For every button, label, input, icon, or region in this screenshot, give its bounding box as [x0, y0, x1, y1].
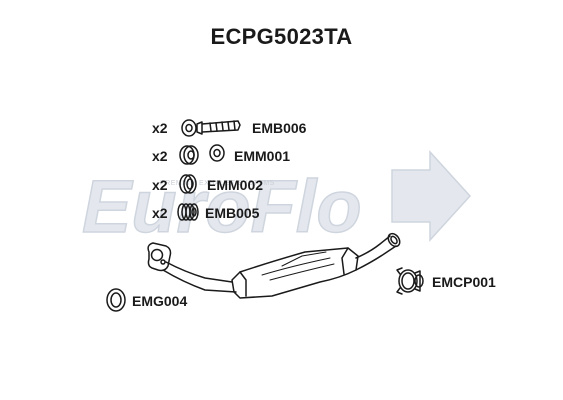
fitting-part-number: EMB006 [252, 120, 307, 136]
fitting-part-number: EMM002 [207, 177, 264, 193]
fitting-qty: x2 [152, 148, 168, 164]
gasket-icon [106, 288, 126, 312]
clamp-icon [396, 267, 424, 295]
converter-body [231, 247, 359, 299]
rubber-ring-icon [179, 174, 197, 194]
diagram-title: ECPG5023TA [210, 24, 353, 49]
spring-icon [177, 203, 199, 221]
fitting-qty: x2 [152, 120, 168, 136]
fitting-part-number: EMM001 [234, 148, 291, 164]
watermark-logo-text: EuroFlo [82, 165, 362, 248]
gasket-part-number: EMG004 [132, 293, 188, 309]
watermark-tagline: PREMIUM EXHAUST SYSTEMS [160, 180, 275, 187]
fitting-qty: x2 [152, 205, 168, 221]
bolt-icon [181, 119, 241, 137]
fitting-qty: x2 [152, 177, 168, 193]
watermark-arrow-icon [391, 150, 472, 242]
clamp-part-number: EMCP001 [432, 274, 496, 290]
inlet-flange [147, 242, 172, 272]
fitting-part-number: EMB005 [205, 205, 260, 221]
catalytic-converter-pipe [147, 232, 401, 299]
rubber-mount-icon [179, 144, 225, 165]
